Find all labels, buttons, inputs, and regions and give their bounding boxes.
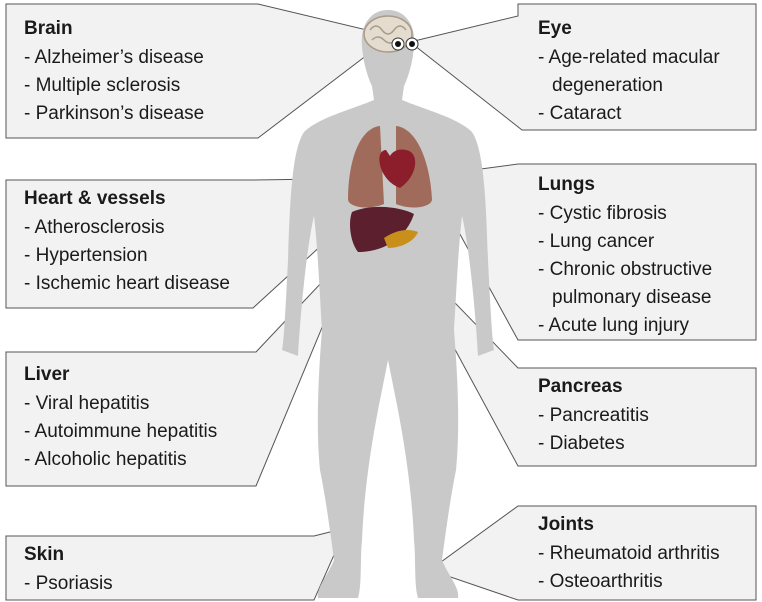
lungs-item: - Chronic obstructive (538, 256, 712, 284)
skin-label: Skin - Psoriasis (24, 542, 113, 598)
lungs-title: Lungs (538, 172, 712, 198)
joints-label: Joints - Rheumatoid arthritis - Osteoart… (538, 512, 720, 596)
eye-item: degeneration (538, 72, 720, 100)
skin-title: Skin (24, 542, 113, 568)
joints-title: Joints (538, 512, 720, 538)
liver-label: Liver - Viral hepatitis - Autoimmune hep… (24, 362, 217, 474)
eye-title: Eye (538, 16, 720, 42)
heart-title: Heart & vessels (24, 186, 230, 212)
eye-item: - Cataract (538, 100, 720, 128)
eye-item: - Age-related macular (538, 44, 720, 72)
heart-label: Heart & vessels - Atherosclerosis - Hype… (24, 186, 230, 298)
pancreas-item: - Pancreatitis (538, 402, 649, 430)
brain-title: Brain (24, 16, 204, 42)
pancreas-label: Pancreas - Pancreatitis - Diabetes (538, 374, 649, 458)
heart-item: - Hypertension (24, 242, 230, 270)
brain-item: - Parkinson’s disease (24, 100, 204, 128)
heart-item: - Ischemic heart disease (24, 270, 230, 298)
brain-item: - Alzheimer’s disease (24, 44, 204, 72)
liver-item: - Autoimmune hepatitis (24, 418, 217, 446)
lungs-item: - Acute lung injury (538, 312, 712, 340)
brain-item: - Multiple sclerosis (24, 72, 204, 100)
lungs-item: - Cystic fibrosis (538, 200, 712, 228)
heart-item: - Atherosclerosis (24, 214, 230, 242)
skin-item: - Psoriasis (24, 570, 113, 598)
lungs-label: Lungs - Cystic fibrosis - Lung cancer - … (538, 172, 712, 340)
liver-item: - Viral hepatitis (24, 390, 217, 418)
lungs-item: - Lung cancer (538, 228, 712, 256)
joints-item: - Osteoarthritis (538, 568, 720, 596)
liver-item: - Alcoholic hepatitis (24, 446, 217, 474)
brain-label: Brain - Alzheimer’s disease - Multiple s… (24, 16, 204, 128)
eye-label: Eye - Age-related macular degeneration -… (538, 16, 720, 128)
lungs-item: pulmonary disease (538, 284, 712, 312)
liver-title: Liver (24, 362, 217, 388)
pancreas-title: Pancreas (538, 374, 649, 400)
joints-item: - Rheumatoid arthritis (538, 540, 720, 568)
pancreas-item: - Diabetes (538, 430, 649, 458)
